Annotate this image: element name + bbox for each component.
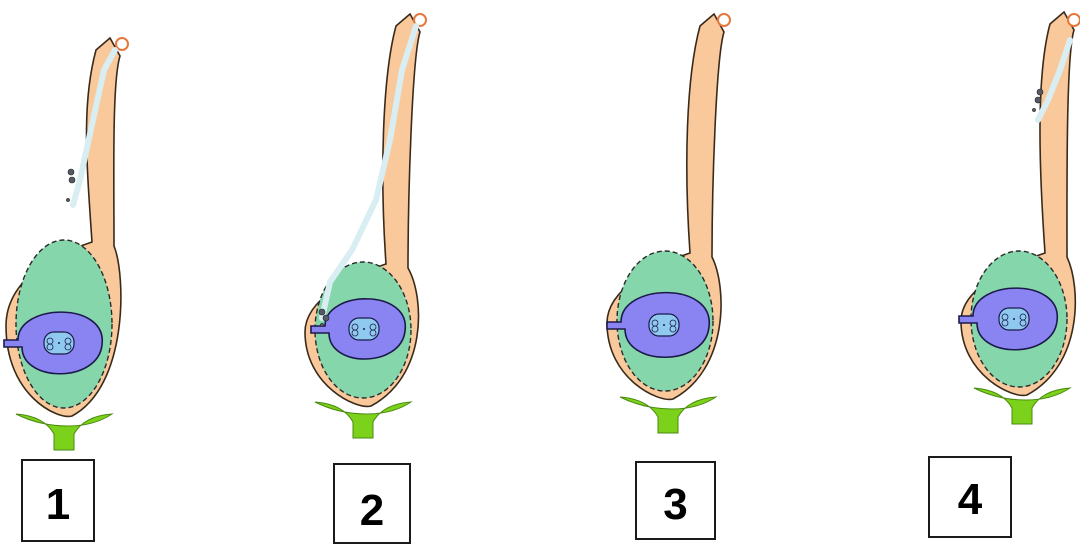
- stigma-icon: [718, 14, 730, 26]
- sperm-cell: [1035, 97, 1041, 103]
- pistil-panel-3: [607, 14, 730, 433]
- tube-nucleus: [1032, 108, 1035, 111]
- panel-2-label-box: 2: [333, 463, 411, 544]
- receptacle-icon: [315, 402, 411, 438]
- sperm-cell: [68, 169, 74, 175]
- tube-nucleus: [320, 323, 323, 326]
- receptacle-icon: [16, 414, 112, 450]
- polar-nucleus: [1013, 318, 1015, 320]
- tube-nucleus: [66, 198, 69, 201]
- panel-4-label: 4: [958, 472, 982, 522]
- sperm-cell: [1037, 89, 1043, 95]
- receptacle-icon: [620, 397, 716, 433]
- stigma-icon: [1068, 14, 1080, 26]
- pistil-panel-4: [959, 12, 1080, 424]
- pistil-panel-1: [4, 38, 128, 450]
- panel-1-label: 1: [46, 475, 70, 527]
- sperm-cell: [69, 177, 75, 183]
- sperm-cell: [319, 309, 325, 315]
- sperm-cell: [323, 315, 329, 321]
- polar-nucleus: [58, 342, 60, 344]
- panel-2-label: 2: [360, 475, 384, 533]
- panel-1-label-box: 1: [21, 459, 95, 542]
- polar-nucleus: [663, 324, 665, 326]
- stigma-icon: [116, 38, 128, 50]
- panel-4-label-box: 4: [928, 456, 1012, 538]
- polar-nucleus: [363, 328, 365, 330]
- panel-3-label: 3: [663, 475, 687, 527]
- pistil-panel-2: [305, 14, 426, 438]
- panel-3-label-box: 3: [635, 461, 716, 540]
